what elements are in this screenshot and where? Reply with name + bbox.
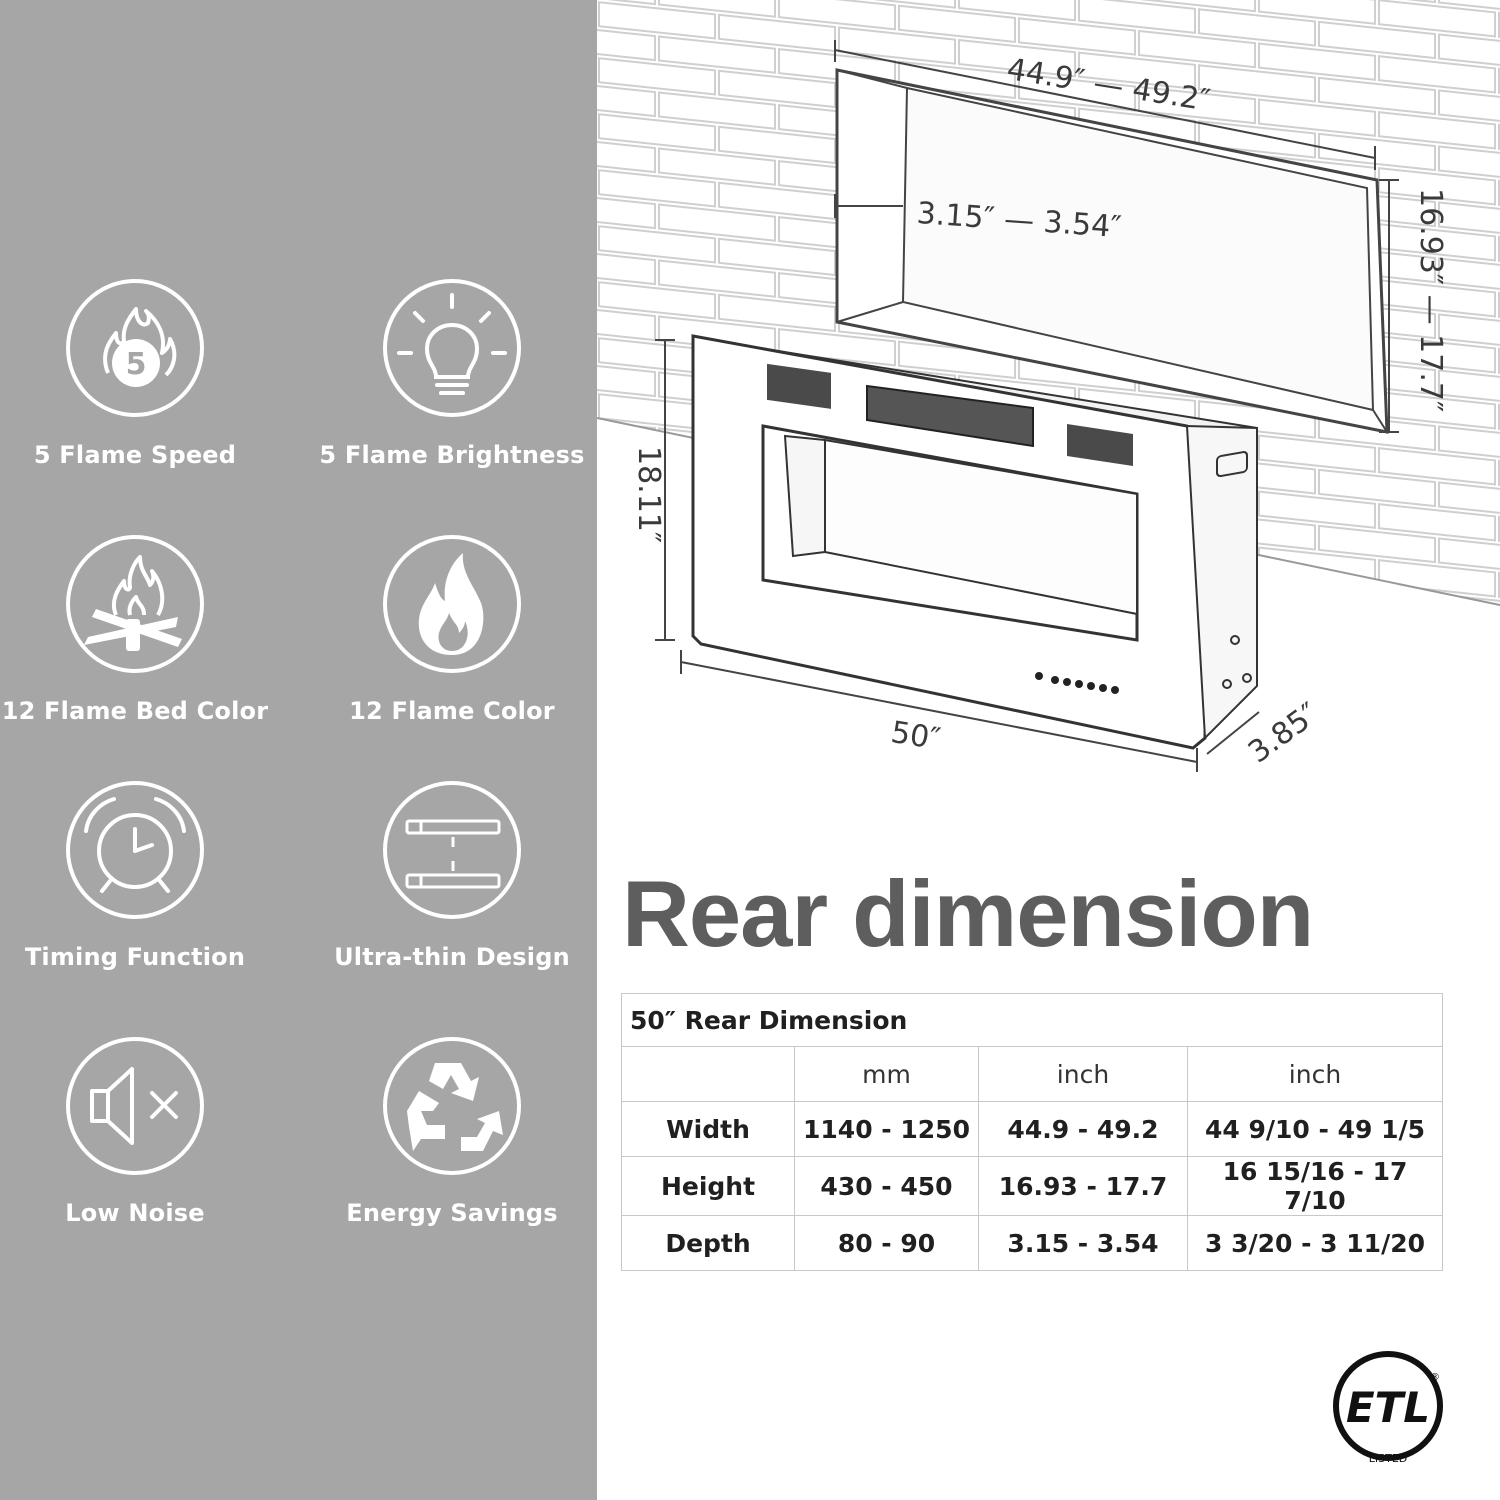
table-cell: Depth [621, 1215, 795, 1271]
feature-timing: Timing Function [0, 781, 284, 971]
fireplace-diagram [597, 0, 1500, 772]
table-header-row: mm inch inch [621, 1046, 1443, 1102]
table-cell: Width [621, 1101, 795, 1157]
light-bulb-icon [397, 293, 507, 395]
feature-low-noise: Low Noise [0, 1037, 284, 1227]
flame-speed-5-icon: 5 [103, 307, 177, 387]
feature-ring: 5 [66, 279, 204, 417]
feature-flame-brightness: 5 Flame Brightness [303, 279, 601, 469]
feature-label: Energy Savings [346, 1199, 558, 1227]
table-cell: 44 9/10 - 49 1/5 [1187, 1101, 1443, 1157]
feature-ring [66, 1037, 204, 1175]
unit-dimension-lines [655, 339, 1260, 772]
feature-ring [66, 781, 204, 919]
table-cell: 3.15 - 3.54 [978, 1215, 1188, 1271]
table-cell: 430 - 450 [794, 1156, 979, 1216]
recycle-icon [407, 1063, 503, 1151]
flame-speed-badge: 5 [126, 347, 147, 382]
table-header: inch [1187, 1046, 1443, 1102]
table-header [621, 1046, 795, 1102]
wall-recess [835, 68, 1389, 434]
unit-height-label: 18.11″ [631, 446, 666, 544]
feature-label: 5 Flame Speed [33, 441, 237, 469]
feature-label: 12 Flame Bed Color [1, 697, 269, 725]
unit-width-label: 50″ [888, 715, 943, 758]
fireplace-unit [691, 334, 1259, 750]
feature-label: 12 Flame Color [349, 697, 555, 725]
table-row: Height 430 - 450 16.93 - 17.7 16 15/16 -… [621, 1156, 1443, 1216]
table-caption: 50″ Rear Dimension [621, 993, 1443, 1047]
recess-dimension-lines [834, 40, 1399, 433]
feature-flame-bed-color: 12 Flame Bed Color [0, 535, 284, 725]
etl-listed-logo: ETL LISTED ® [1333, 1351, 1443, 1465]
features-panel: 5 5 Flame Speed 5 Flame Brightness [0, 0, 597, 1500]
etl-listed-text: LISTED [1369, 1452, 1408, 1465]
feature-flame-color: 12 Flame Color [303, 535, 601, 725]
feature-ultra-thin: Ultra-thin Design [303, 781, 601, 971]
table-cell: Height [621, 1156, 795, 1216]
feature-ring [383, 1037, 521, 1175]
campfire-logs-icon [84, 555, 182, 651]
table-row: Depth 80 - 90 3.15 - 3.54 3 3/20 - 3 11/… [621, 1215, 1443, 1271]
feature-label: Ultra-thin Design [334, 943, 570, 971]
table-row: Width 1140 - 1250 44.9 - 49.2 44 9/10 - … [621, 1101, 1443, 1157]
speaker-mute-icon [90, 1067, 178, 1145]
table-cell: 44.9 - 49.2 [978, 1101, 1188, 1157]
table-cell: 16 15/16 - 17 7/10 [1187, 1156, 1443, 1216]
table-cell: 80 - 90 [794, 1215, 979, 1271]
feature-ring [383, 781, 521, 919]
control-buttons [1035, 672, 1119, 694]
recess-height-label: 16.93″ — 17.7″ [1413, 188, 1448, 413]
table-cell: 16.93 - 17.7 [978, 1156, 1188, 1216]
page-title: Rear dimension [622, 861, 1314, 966]
feature-label: Low Noise [65, 1199, 205, 1227]
feature-flame-speed: 5 5 Flame Speed [0, 279, 284, 469]
feature-ring [383, 279, 521, 417]
table-cell: 1140 - 1250 [794, 1101, 979, 1157]
alarm-clock-icon [84, 797, 186, 893]
flame-icon [418, 553, 484, 655]
feature-label: Timing Function [24, 943, 246, 971]
feature-label: 5 Flame Brightness [319, 441, 585, 469]
etl-letters: ETL [1346, 1383, 1430, 1432]
registered-mark: ® [1430, 1372, 1440, 1383]
table-header: mm [794, 1046, 979, 1102]
rear-dimension-table: 50″ Rear Dimension mm inch inch Width 11… [621, 993, 1443, 1271]
table-cell: 3 3/20 - 3 11/20 [1187, 1215, 1443, 1271]
table-header: inch [978, 1046, 1188, 1102]
feature-ring [383, 535, 521, 673]
thin-panels-icon [405, 819, 501, 889]
feature-energy-savings: Energy Savings [303, 1037, 601, 1227]
feature-ring [66, 535, 204, 673]
